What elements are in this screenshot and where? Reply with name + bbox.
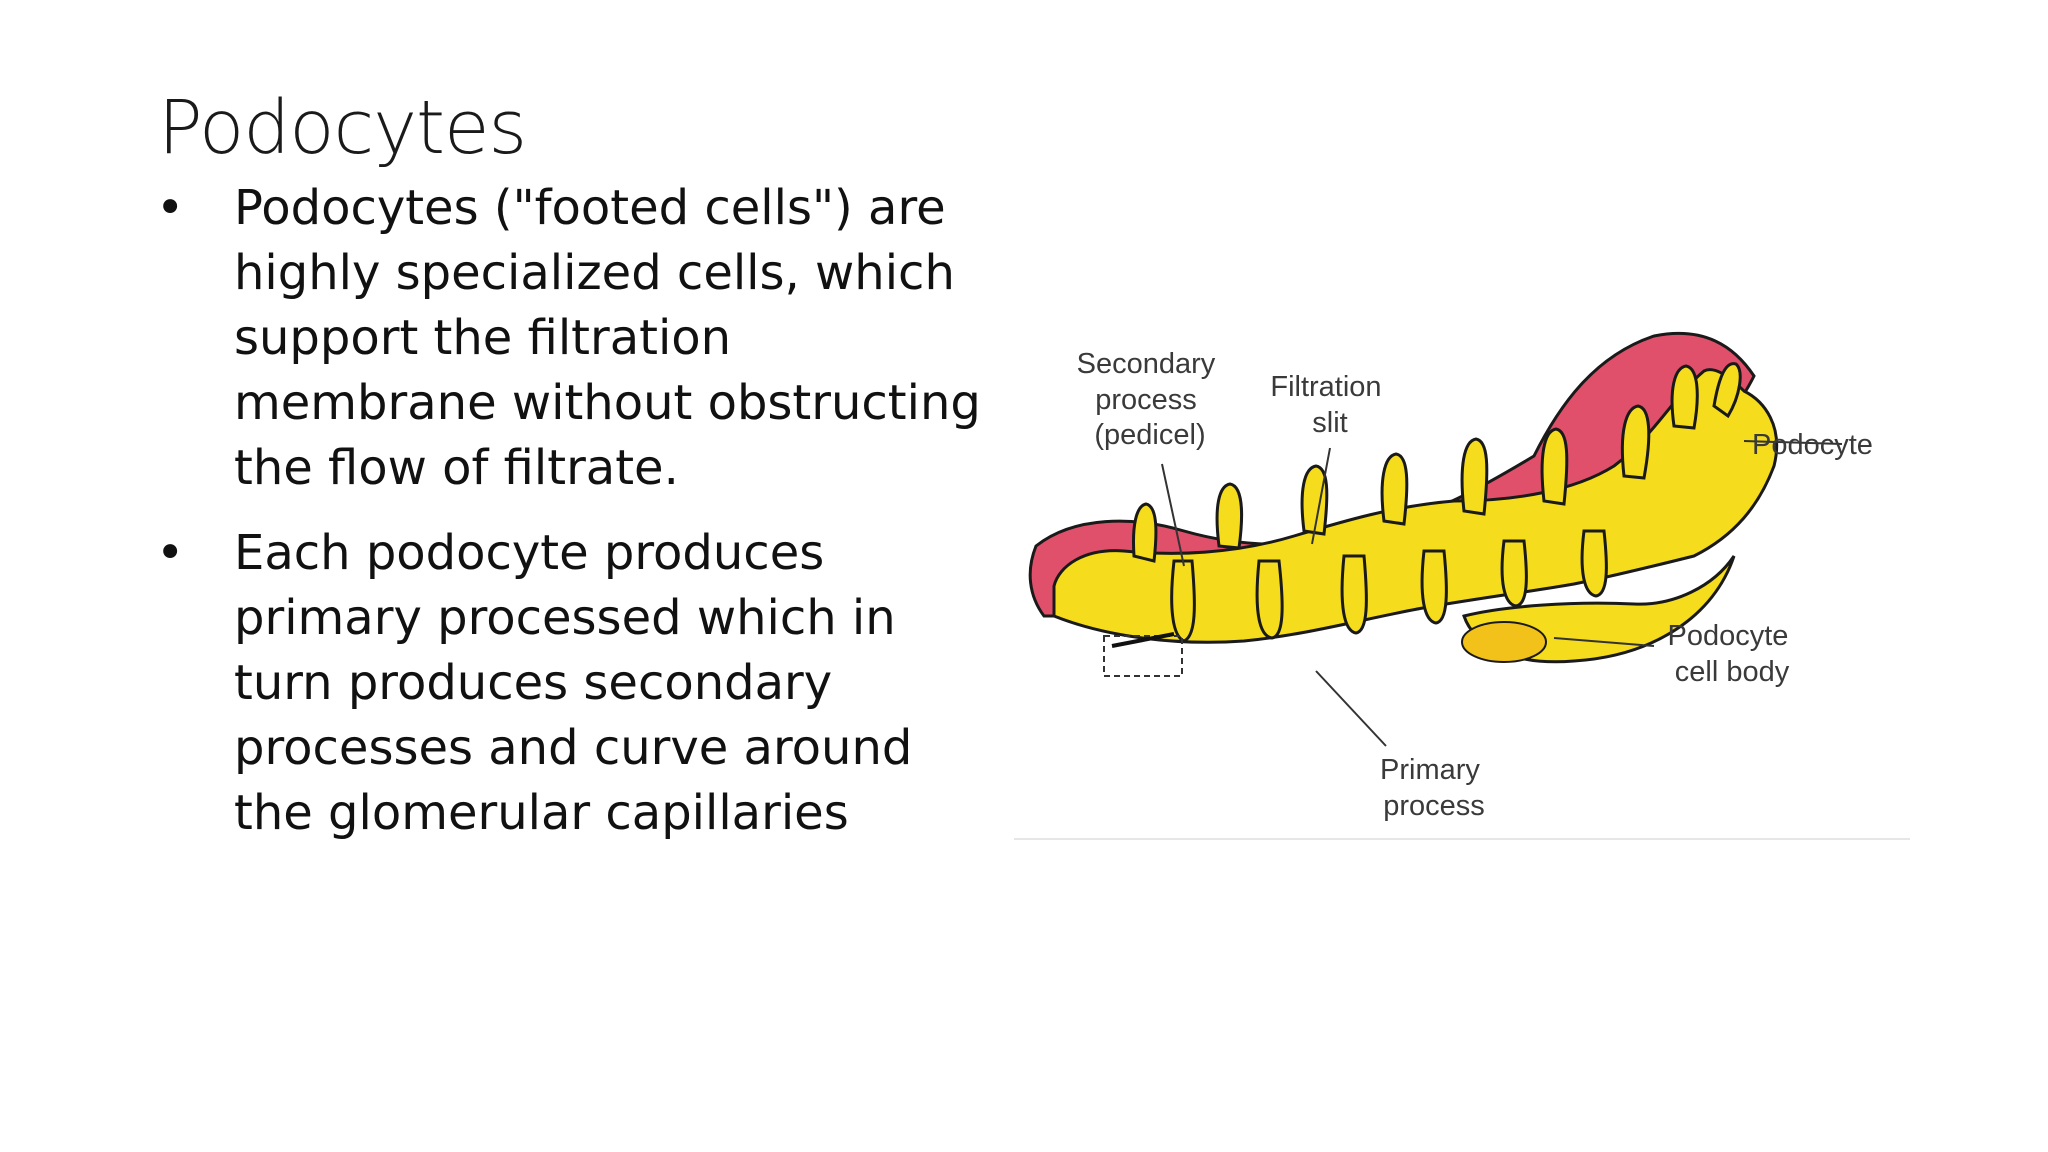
podocyte-diagram: Secondary process (pedicel) Filtration s… [1014,316,1910,842]
label-line: Podocyte [1668,620,1789,652]
label-line: process [1095,384,1197,416]
label-filtration-slit: Filtration slit [1270,371,1389,439]
bullet-line: primary processed which in [234,590,896,646]
bullet-list: • Podocytes ("footed cells") are highly … [150,176,1010,866]
label-secondary-process: Secondary process (pedicel) [1077,348,1224,451]
label-line: cell body [1675,656,1790,688]
bullet-line: membrane without obstructing [234,375,981,431]
bullet-item: • Podocytes ("footed cells") are highly … [150,176,1010,501]
podocyte-illustration: Secondary process (pedicel) Filtration s… [1014,331,1910,840]
bullet-line: highly specialized cells, which [234,245,955,301]
label-podocyte-cell-body: Podocyte cell body [1668,620,1797,688]
bullet-line: Podocytes ("footed cells") are [234,180,946,236]
dashed-box [1103,635,1183,677]
bullet-line: the glomerular capillaries [234,785,849,841]
bullet-line: the flow of filtrate. [234,440,679,496]
slide-title: Podocytes [158,85,527,171]
label-line: process [1383,790,1485,822]
leader-lines [1161,440,1843,747]
bullet-glyph: • [156,525,185,581]
bullet-line: support the filtration [234,310,732,366]
bullet-glyph: • [156,180,185,236]
label-primary-process: Primary process [1380,754,1488,822]
label-line: slit [1312,407,1347,439]
bullet-item: • Each podocyte produces primary process… [150,521,1010,846]
bullet-line: turn produces secondary [234,655,833,711]
label-line: Primary [1380,754,1480,786]
bullet-line: Each podocyte produces [234,525,825,581]
podocyte-highlight [1461,621,1547,663]
label-line: Filtration [1270,371,1381,403]
secondary-processes [1132,362,1742,643]
label-line: Secondary [1077,348,1216,380]
slit-mark [1111,632,1175,648]
label-podocyte: Podocyte [1752,429,1873,461]
label-line: (pedicel) [1094,419,1205,451]
bullet-line: processes and curve around [234,720,913,776]
